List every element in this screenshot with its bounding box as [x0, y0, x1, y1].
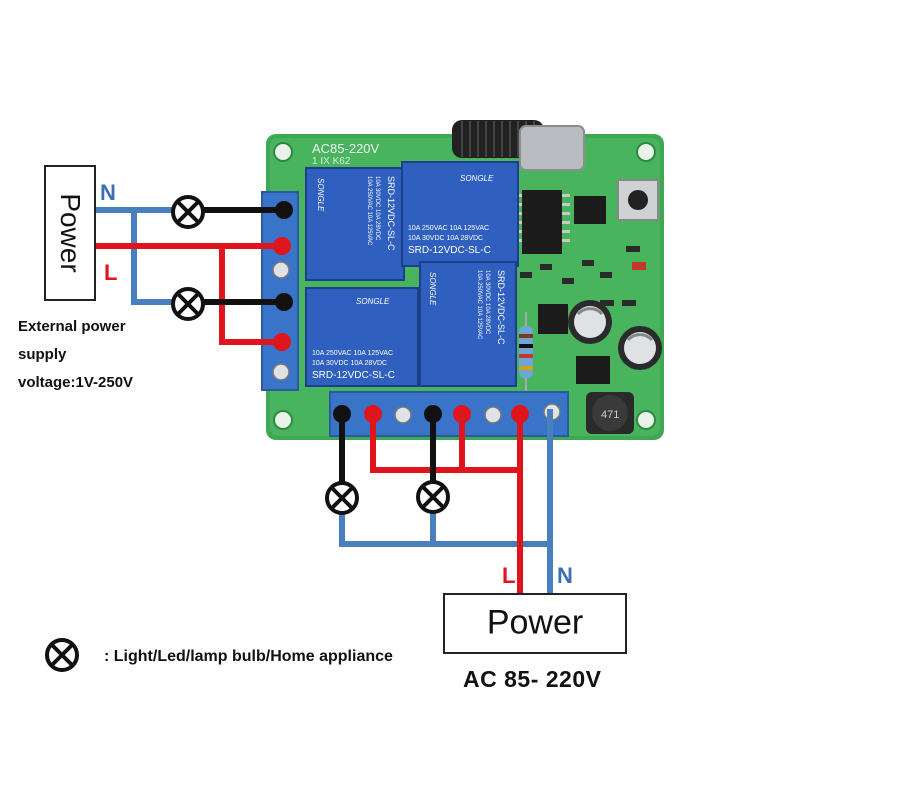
svg-text:SRD-12VDC-SL-C: SRD-12VDC-SL-C — [386, 176, 396, 251]
inductor: 471 — [586, 392, 634, 434]
resistor — [519, 312, 533, 394]
left-neutral-label: N — [100, 180, 116, 205]
right-power-label: Power — [486, 603, 584, 642]
terminal-dot — [273, 333, 291, 351]
relay-2: SONGLE 10A 250VAC 10A 125VAC 10A 30VDC 1… — [401, 161, 519, 267]
small-ic — [574, 196, 606, 224]
live-wire — [370, 411, 523, 473]
svg-text:SRD-12VDC-SL-C: SRD-12VDC-SL-C — [312, 370, 395, 381]
svg-text:SONGLE: SONGLE — [428, 272, 437, 306]
crystal-oscillator — [519, 125, 585, 171]
terminal-dot — [275, 201, 293, 219]
right-power-box: Power — [443, 593, 627, 654]
legend-lamp-icon — [45, 638, 79, 672]
external-supply-line1: External power — [18, 318, 126, 335]
bottom-circuit — [339, 409, 553, 599]
terminal-dot — [453, 405, 471, 423]
capacitor — [618, 326, 662, 370]
terminal-dot — [364, 405, 382, 423]
svg-text:10A 30VDC 10A 28VDC: 10A 30VDC 10A 28VDC — [408, 235, 483, 242]
svg-text:SRD-12VDC-SL-C: SRD-12VDC-SL-C — [408, 245, 491, 256]
left-terminal-block — [261, 191, 299, 391]
svg-text:1 IX K62: 1 IX K62 — [312, 156, 351, 167]
lamp-icon — [171, 195, 205, 229]
external-supply-line2: supply — [18, 346, 67, 363]
ac-voltage-label: AC 85- 220V — [463, 666, 602, 692]
svg-text:10A 30VDC 10A 28VDC: 10A 30VDC 10A 28VDC — [374, 176, 380, 241]
capacitor — [568, 300, 612, 344]
left-circuit — [93, 207, 287, 345]
svg-text:SONGLE: SONGLE — [460, 174, 494, 183]
svg-text:10A 250VAC 10A 125VAC: 10A 250VAC 10A 125VAC — [408, 225, 489, 232]
svg-text:10A 250VAC 10A 125VAC: 10A 250VAC 10A 125VAC — [366, 176, 372, 246]
lamp-icon — [171, 287, 205, 321]
relay-3: SONGLE 10A 250VAC 10A 125VAC 10A 30VDC 1… — [305, 287, 419, 387]
left-power-label: Power — [55, 193, 86, 273]
svg-text:10A 30VDC 10A 28VDC: 10A 30VDC 10A 28VDC — [312, 360, 387, 367]
live-wire — [219, 243, 285, 345]
svg-text:10A 250VAC 10A 125VAC: 10A 250VAC 10A 125VAC — [476, 270, 482, 340]
lamp-icon — [325, 481, 359, 515]
right-live-label: L — [502, 563, 516, 588]
relay-1: SRD-12VDC-SL-C 10A 30VDC 10A 28VDC 10A 2… — [305, 167, 405, 281]
legend-text: : Light/Led/lamp bulb/Home appliance — [104, 648, 393, 665]
left-live-label: L — [104, 260, 118, 285]
regulator-ic — [538, 304, 568, 334]
right-neutral-label: N — [557, 563, 573, 588]
learn-button — [617, 179, 659, 221]
bridge-rectifier — [576, 356, 610, 384]
terminal-dot — [424, 405, 442, 423]
left-power-box: Power — [44, 165, 96, 301]
svg-text:10A 250VAC 10A 125VAC: 10A 250VAC 10A 125VAC — [312, 350, 393, 357]
decoder-ic — [522, 190, 562, 254]
svg-text:SONGLE: SONGLE — [356, 297, 390, 306]
terminal-dot — [273, 237, 291, 255]
relay-4: SRD-12VDC-SL-C 10A 30VDC 10A 28VDC 10A 2… — [419, 261, 517, 387]
board-top-label: AC85-220V — [312, 141, 380, 156]
lamp-icon — [416, 480, 450, 514]
svg-text:SRD-12VDC-SL-C: SRD-12VDC-SL-C — [496, 270, 506, 345]
neutral-wire — [339, 511, 553, 547]
relay-board: AC85-220V 1 IX K62 — [261, 120, 664, 440]
terminal-dot — [275, 293, 293, 311]
svg-text:10A 30VDC 10A 28VDC: 10A 30VDC 10A 28VDC — [484, 270, 490, 335]
svg-text:471: 471 — [601, 409, 619, 421]
terminal-dot — [333, 405, 351, 423]
neutral-wire — [131, 207, 173, 305]
svg-text:SONGLE: SONGLE — [316, 178, 325, 212]
external-supply-line3: voltage:1V-250V — [18, 374, 134, 391]
terminal-dot — [511, 405, 529, 423]
